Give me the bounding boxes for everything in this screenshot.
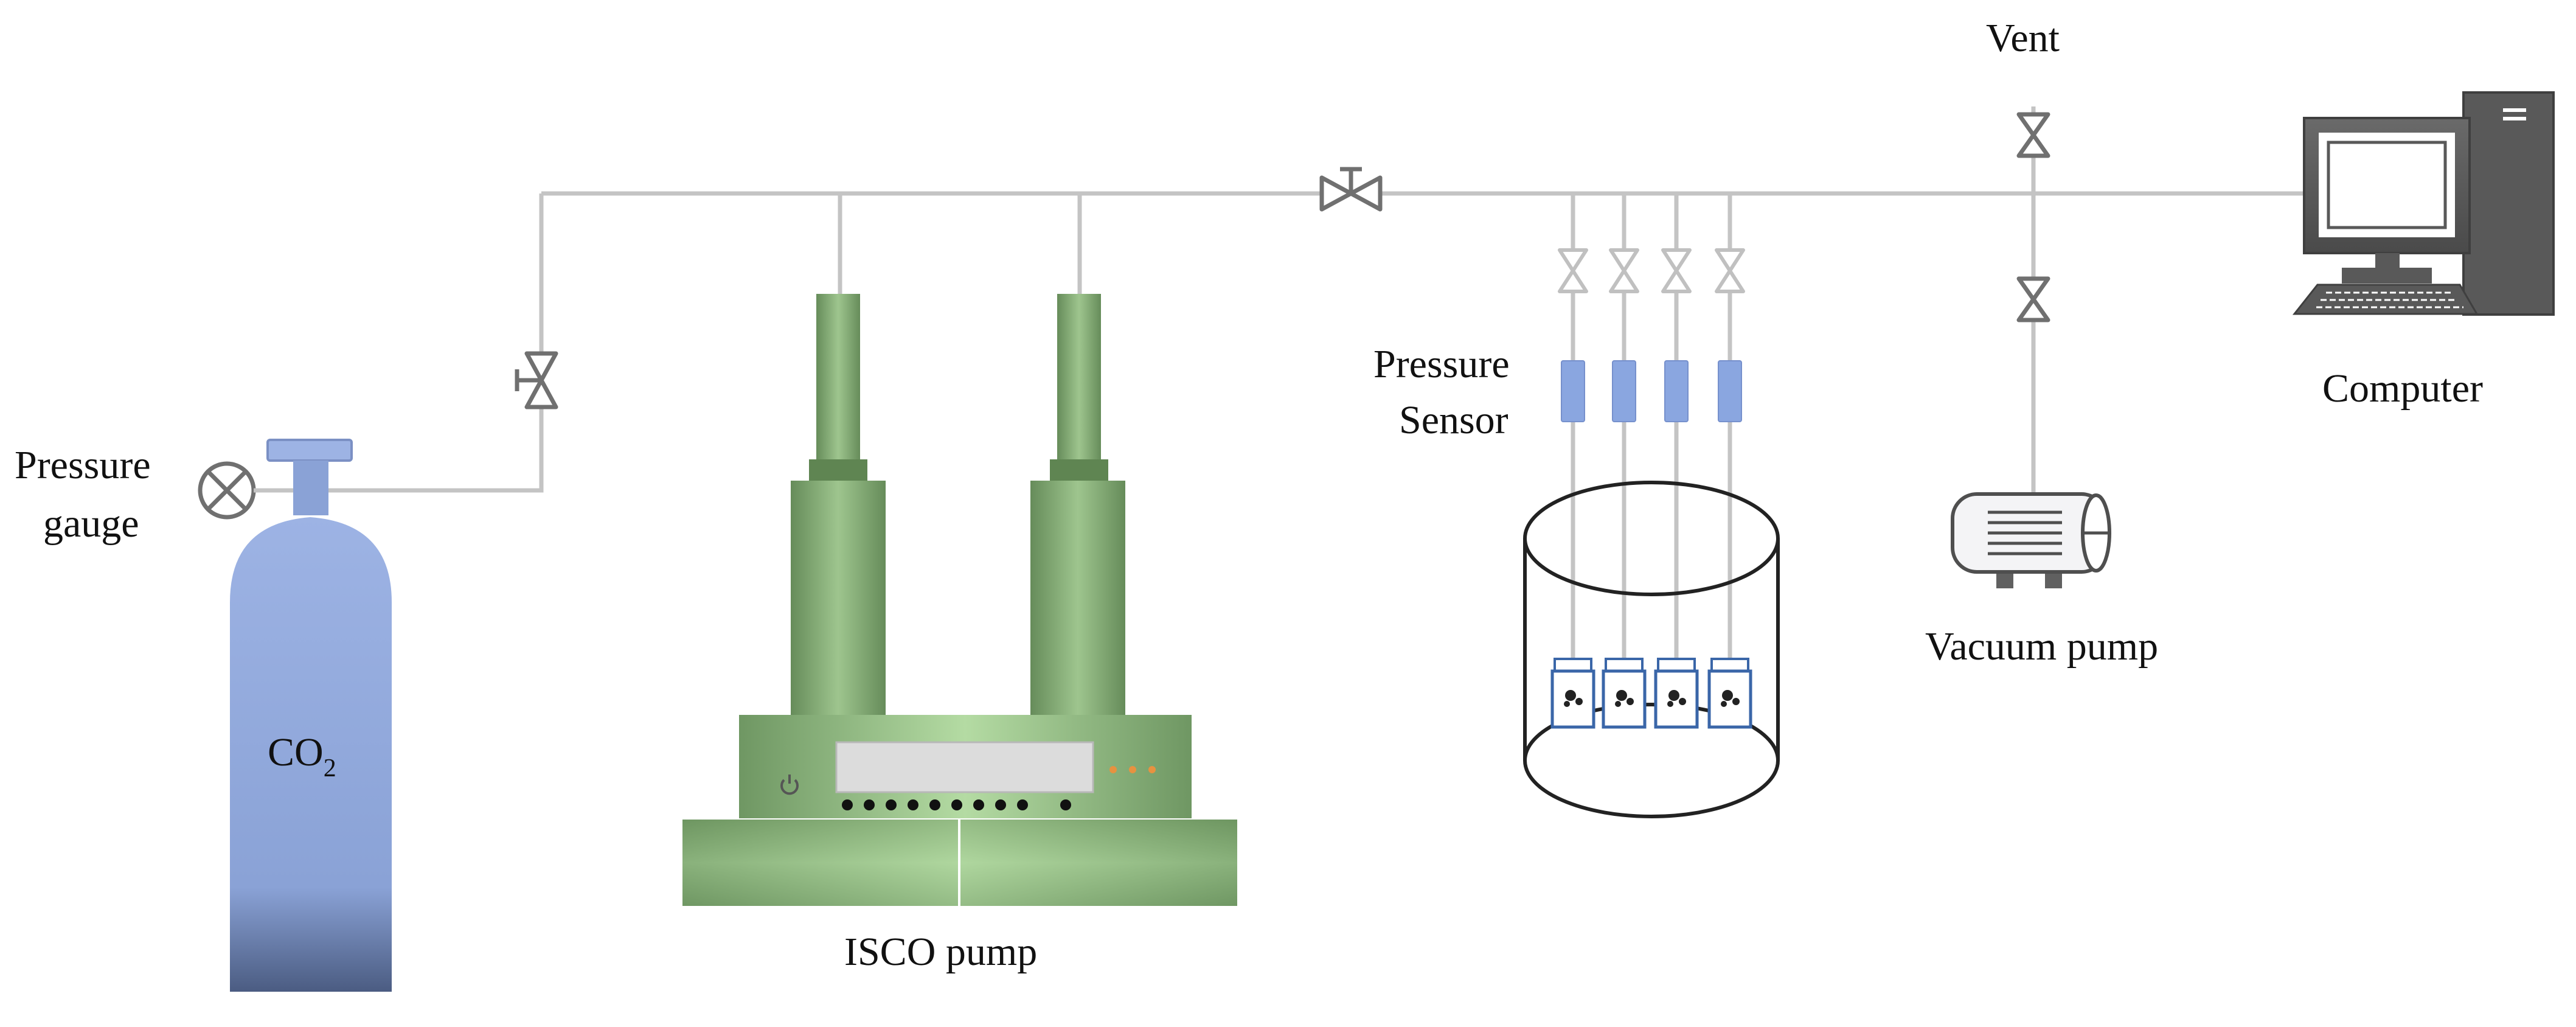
pressure-sensor-icon: [1664, 360, 1689, 422]
sample-holder-icon: [1602, 658, 1647, 729]
isco-pump-label: ISCO pump: [844, 930, 1037, 974]
co2-cylinder: CO2: [230, 439, 392, 992]
pump-left-rod: [816, 294, 860, 465]
desktop-computer-icon: [2292, 91, 2555, 316]
control-buttons: [842, 799, 1071, 810]
pressure-gauge-icon: [198, 461, 256, 520]
sample-holder-icon: [1707, 658, 1752, 729]
sample-holder-icon: [1654, 658, 1699, 729]
computer-tower: [2462, 91, 2555, 316]
valve-icon: [2016, 276, 2050, 322]
pump-left-collar: [809, 459, 867, 484]
pressure-sensor-icon: [1561, 360, 1585, 422]
pressure-gauge-label-line1: Pressure: [15, 443, 151, 487]
vent-label: Vent: [1986, 16, 2060, 60]
pressure-sensor-label-line1: Pressure: [1373, 342, 1510, 386]
vacuum-pump-icon: [1951, 492, 2111, 588]
valve-icon: [1609, 248, 1639, 293]
status-leds: [1109, 766, 1156, 773]
cylinder-body: [230, 517, 392, 992]
pressure-sensor-icon: [1718, 360, 1742, 422]
vacuum-pump-label: Vacuum pump: [1925, 624, 2158, 669]
valve-icon: [515, 351, 558, 409]
power-icon: [780, 775, 799, 795]
valve-icon: [2016, 112, 2050, 158]
pressure-gauge-label-line2: gauge: [43, 501, 139, 546]
pressure-sensor-label-line2: Sensor: [1399, 398, 1508, 442]
sample-holders: [1550, 658, 1752, 729]
valve-icon: [1558, 248, 1588, 293]
sample-holder-icon: [1550, 658, 1595, 729]
pump-right-barrel: [1030, 481, 1125, 718]
pressure-sensor-icon: [1612, 360, 1636, 422]
co2-label: CO2: [268, 730, 336, 782]
isco-pump: ISCO pump: [682, 294, 1237, 974]
cylinder-neck: [293, 461, 328, 515]
pump-display: [835, 741, 1094, 793]
sensor-valves: [1558, 248, 1745, 293]
valve-icon: [1715, 248, 1745, 293]
pump-right-collar: [1050, 459, 1108, 484]
cylinder-cap: [266, 439, 353, 462]
computer-label: Computer: [2322, 366, 2483, 411]
valve-icon: [1319, 167, 1383, 212]
cylindrical-vessel-icon: [1523, 481, 1780, 818]
co2-subscript: 2: [324, 754, 336, 782]
cylinder-feed-pipe: [328, 193, 544, 493]
valve-icon: [1661, 248, 1692, 293]
pump-left-barrel: [791, 481, 886, 718]
pressure-sensors: [1561, 360, 1742, 422]
pump-right-rod: [1057, 294, 1101, 465]
